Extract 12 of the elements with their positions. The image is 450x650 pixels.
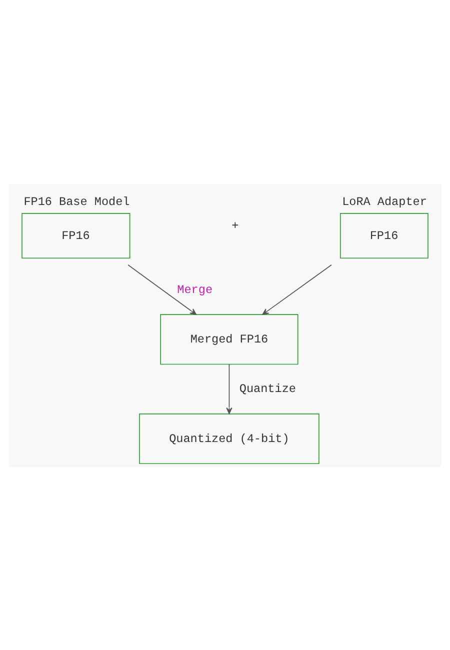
arrow [226,363,232,414]
node-label: LoRA Adapter [342,194,427,209]
label: + [232,218,239,233]
node-box: FP16 [22,212,130,258]
node-label: FP16 Base Model [24,194,130,209]
arrow [262,264,332,314]
node-box: FP16 [340,212,428,258]
edge-label: Quantize [239,382,296,396]
arrow [128,264,197,314]
node-box: Quantized (4-bit) [139,413,320,464]
edge-label: Merge [177,282,213,296]
node-box: Merged FP16 [160,314,298,364]
